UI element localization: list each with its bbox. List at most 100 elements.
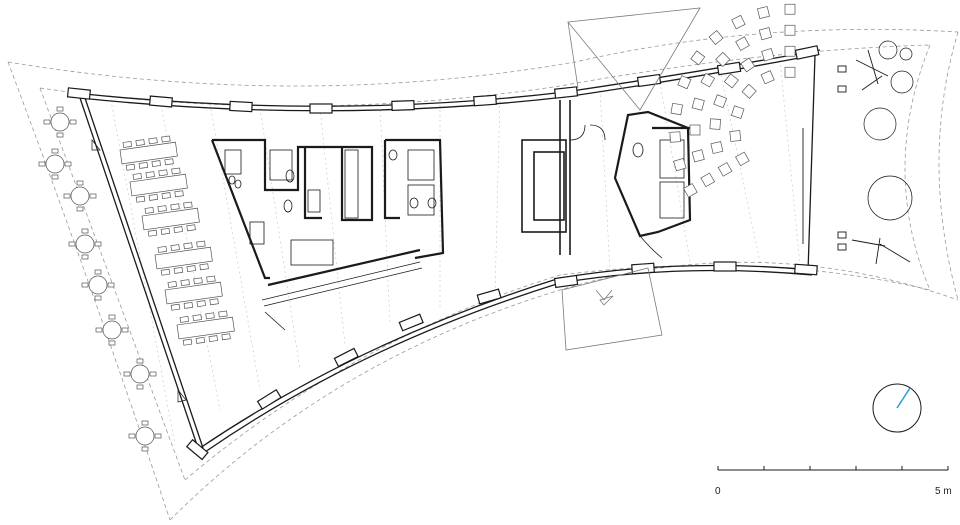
scale-start-label: 0 xyxy=(715,486,721,497)
chair xyxy=(108,340,116,346)
chair xyxy=(208,335,218,343)
chair xyxy=(123,371,131,377)
chair xyxy=(148,193,159,201)
chair xyxy=(170,244,180,252)
chair xyxy=(196,300,206,308)
washroom-pod xyxy=(613,110,692,238)
chair xyxy=(81,282,89,288)
seat xyxy=(758,27,772,41)
dining-table xyxy=(154,246,213,270)
chair xyxy=(192,314,202,322)
seat xyxy=(760,70,775,85)
chair xyxy=(95,327,103,333)
chair xyxy=(218,310,228,318)
seat xyxy=(690,50,706,66)
chair xyxy=(206,275,216,283)
chair xyxy=(128,433,136,439)
chair xyxy=(63,193,71,199)
chair xyxy=(145,171,155,179)
east-terrace xyxy=(802,49,911,265)
chair xyxy=(94,269,102,275)
seat xyxy=(700,172,716,188)
chair xyxy=(183,201,193,209)
chair xyxy=(51,148,59,154)
seat xyxy=(683,183,698,198)
west-facade-glazing xyxy=(91,139,187,403)
entrance-core xyxy=(521,100,606,255)
round-table xyxy=(88,275,108,295)
chair xyxy=(94,295,102,301)
chair xyxy=(157,205,167,213)
chair xyxy=(148,137,158,145)
chair xyxy=(141,446,149,452)
chair xyxy=(136,358,144,364)
chair xyxy=(68,241,76,247)
chair xyxy=(69,119,77,125)
seat xyxy=(670,102,683,116)
round-table xyxy=(102,320,122,340)
chair xyxy=(38,161,46,167)
chair xyxy=(76,206,84,212)
chair xyxy=(43,119,51,125)
chair xyxy=(94,241,102,247)
chair xyxy=(141,420,149,426)
chair xyxy=(108,314,116,320)
kitchen-fixtures xyxy=(224,149,437,331)
chair xyxy=(51,174,59,180)
seat xyxy=(715,51,731,68)
seat xyxy=(710,141,724,154)
chair xyxy=(209,298,219,306)
chair xyxy=(170,303,181,311)
dining-table xyxy=(129,173,188,197)
chair xyxy=(64,161,72,167)
seat xyxy=(784,24,796,36)
chair xyxy=(160,268,171,276)
chair xyxy=(135,139,145,147)
scale-end-label: 5 m xyxy=(935,486,952,497)
chair xyxy=(199,263,209,271)
dining-table xyxy=(119,141,178,165)
seat xyxy=(730,105,745,119)
chair xyxy=(164,158,174,166)
seat xyxy=(700,72,716,88)
chair xyxy=(182,338,193,346)
chair xyxy=(125,163,136,171)
auditorium-seats xyxy=(669,3,796,198)
chair xyxy=(122,141,133,148)
chair xyxy=(135,195,146,203)
chair xyxy=(81,228,89,234)
seat xyxy=(677,75,692,90)
chair xyxy=(173,226,183,234)
seat xyxy=(784,45,796,57)
chair xyxy=(158,169,168,177)
chair xyxy=(56,106,64,112)
scale-bar xyxy=(717,466,949,471)
chair xyxy=(179,316,190,323)
chair xyxy=(171,167,181,175)
chair xyxy=(195,336,206,344)
chair xyxy=(161,135,171,143)
chair xyxy=(89,193,97,199)
seat xyxy=(673,157,687,172)
seat xyxy=(731,14,746,30)
chair xyxy=(196,240,206,248)
chair xyxy=(76,180,84,186)
north-arrow-icon xyxy=(872,383,922,433)
chair xyxy=(132,173,143,180)
chair xyxy=(161,192,171,200)
seat xyxy=(713,94,728,109)
round-table xyxy=(135,426,155,446)
seat xyxy=(717,162,733,177)
chair xyxy=(138,161,149,169)
chair xyxy=(160,227,171,235)
chair xyxy=(167,281,178,288)
chair xyxy=(193,277,203,285)
seat xyxy=(735,36,750,51)
seat xyxy=(784,66,796,78)
chair xyxy=(183,242,193,250)
terrace-round-tables xyxy=(38,106,162,452)
seat xyxy=(784,3,796,15)
chair xyxy=(81,254,89,260)
seat xyxy=(689,124,701,136)
